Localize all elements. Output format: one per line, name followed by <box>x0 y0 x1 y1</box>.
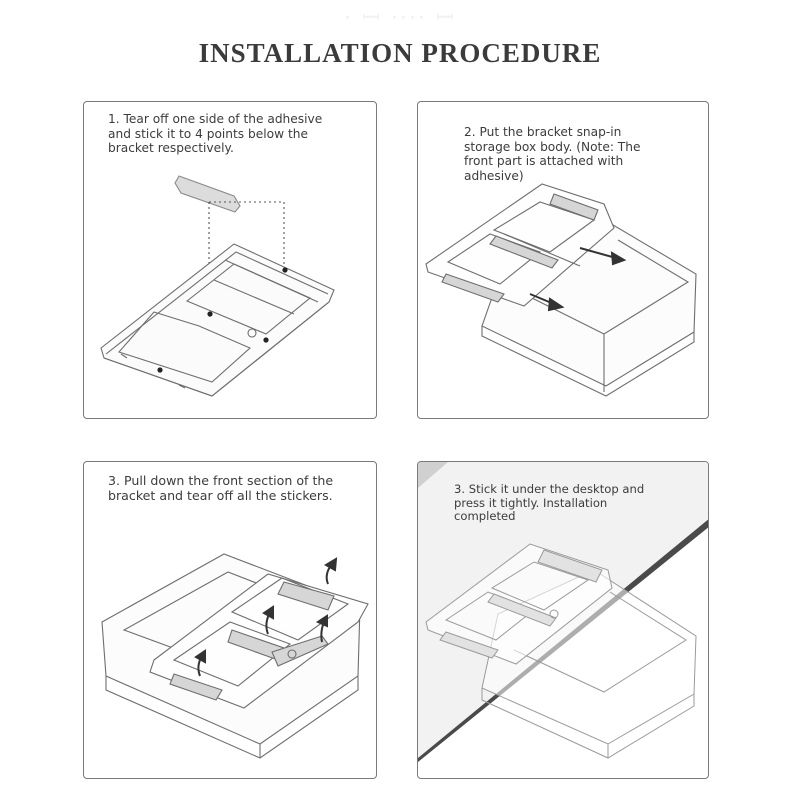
step-1-caption-line: and stick it to 4 points below the <box>108 126 308 141</box>
step-2-panel: 2. Put the bracket snap-in storage box b… <box>417 101 709 419</box>
desk-mount-illustration <box>418 462 708 762</box>
step-4-caption-line: completed <box>454 509 516 523</box>
step-2-caption-line: 2. Put the bracket snap-in <box>464 125 622 139</box>
step-4-caption: 3. Stick it under the desktop and press … <box>454 482 654 524</box>
tear-stickers-illustration <box>101 553 369 759</box>
arrow-icon <box>324 557 338 572</box>
step-3-caption: 3. Pull down the front section of the br… <box>108 473 368 503</box>
bracket-adhesive-illustration <box>100 175 335 397</box>
step-4-panel: 3. Stick it under the desktop and press … <box>417 461 709 779</box>
step-2-caption: 2. Put the bracket snap-in storage box b… <box>464 125 664 183</box>
faint-background-text: · ꟷ ···· ꟷ <box>344 6 456 31</box>
adhesive-strip-icon <box>174 175 241 213</box>
step-2-caption-line: front part is attached with <box>464 154 624 168</box>
step-3-panel: 3. Pull down the front section of the br… <box>83 461 377 779</box>
step-3-caption-line: bracket and tear off all the stickers. <box>108 487 333 503</box>
step-1-caption: 1. Tear off one side of the adhesive and… <box>108 112 343 156</box>
arrow-icon <box>315 614 328 628</box>
step-3-caption-line: 3. Pull down the front section of the <box>108 473 334 488</box>
step-1-panel: 1. Tear off one side of the adhesive and… <box>83 101 377 419</box>
step-2-caption-line: storage box body. (Note: The <box>464 139 641 154</box>
step-1-caption-line: bracket respectively. <box>108 141 234 155</box>
arrow-icon <box>547 297 565 312</box>
step-1-caption-line: 1. Tear off one side of the adhesive <box>108 112 323 126</box>
step-2-caption-line: adhesive) <box>464 168 524 183</box>
bracket-snap-illustration <box>425 183 697 397</box>
step-4-caption-line: press it tightly. Installation <box>454 495 608 510</box>
arrow-icon <box>262 605 274 620</box>
arrow-icon <box>194 649 206 664</box>
step-4-caption-line: 3. Stick it under the desktop and <box>454 482 645 496</box>
arrow-icon <box>610 251 627 266</box>
page-title: INSTALLATION PROCEDURE <box>198 38 602 68</box>
